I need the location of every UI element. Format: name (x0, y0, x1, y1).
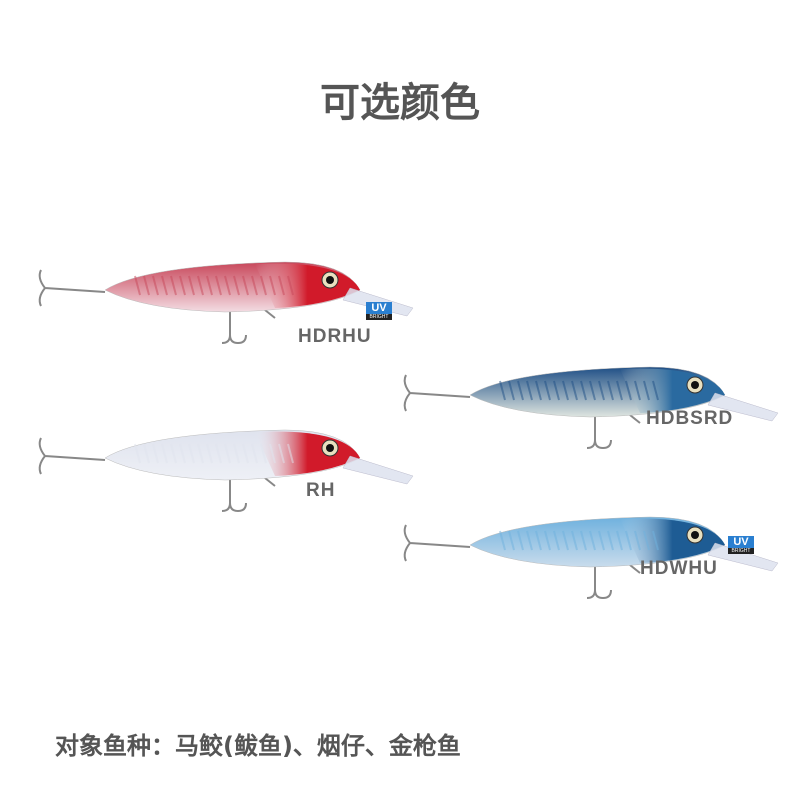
front-hook (38, 437, 106, 475)
lure-lip (707, 392, 779, 422)
front-hook (38, 269, 106, 307)
lure-lip (342, 455, 414, 485)
lure-label-rh: RH (306, 480, 336, 501)
belly-hook (586, 414, 641, 450)
lure-label-hdrhu: HDRHU (298, 326, 372, 347)
page-title: 可选颜色 (320, 80, 480, 126)
lure-label-hdbsrd: HDBSRD (646, 408, 734, 429)
belly-hook (221, 477, 276, 513)
lure-image-rh (38, 429, 414, 513)
front-hook (403, 524, 471, 562)
lure-image-hdrhu (38, 261, 414, 345)
lure-image-hdwhu (403, 516, 779, 600)
belly-hook (586, 564, 641, 600)
lure-image-hdbsrd (403, 366, 779, 450)
front-hook (403, 374, 471, 412)
target-species-text: 对象鱼种：马鲛(鲅鱼)、烟仔、金枪鱼 (55, 732, 461, 760)
lure-lip (707, 542, 779, 572)
belly-hook (221, 309, 276, 345)
uv-badge-top: UV (728, 536, 754, 548)
uv-badge-bottom: BRIGHT (728, 548, 754, 554)
uv-badge-top: UV (366, 302, 392, 314)
lure-label-hdwhu: HDWHU (640, 558, 718, 579)
uv-badge-bottom: BRIGHT (366, 314, 392, 320)
